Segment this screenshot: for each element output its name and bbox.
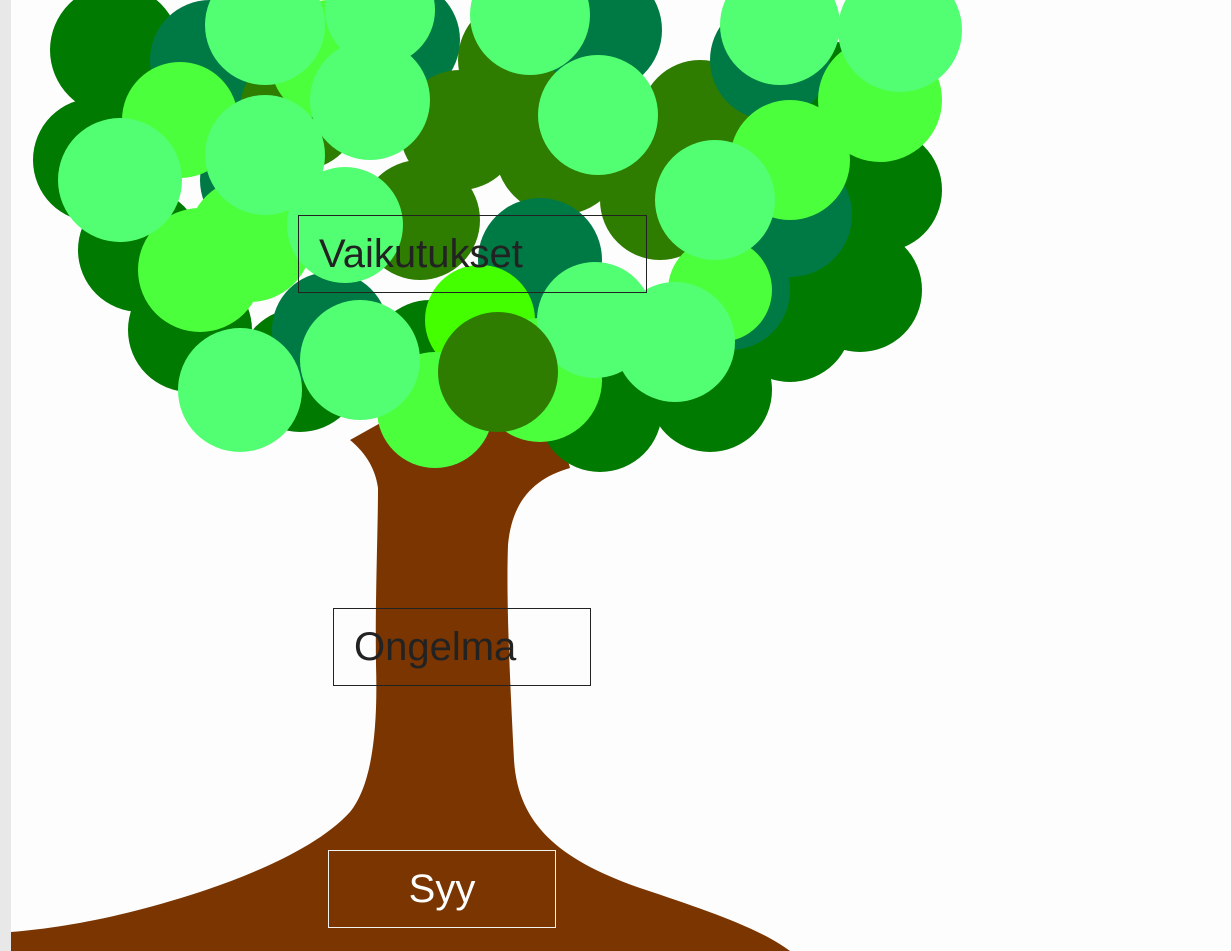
cause-label-box: Syy bbox=[328, 850, 556, 928]
tree-trunk bbox=[11, 412, 790, 951]
foliage-circle bbox=[720, 0, 840, 85]
left-margin-strip bbox=[0, 0, 11, 951]
foliage-circle bbox=[300, 300, 420, 420]
foliage-circle bbox=[310, 40, 430, 160]
problem-label-box: Ongelma bbox=[333, 608, 591, 686]
foliage-circle bbox=[655, 140, 775, 260]
foliage-circle bbox=[205, 95, 325, 215]
foliage-circle bbox=[470, 0, 590, 75]
effects-label-box: Vaikutukset bbox=[298, 215, 647, 293]
foliage-circle bbox=[287, 167, 403, 283]
foliage-circle bbox=[205, 0, 325, 85]
foliage-circle bbox=[538, 55, 658, 175]
foliage-circle bbox=[838, 0, 962, 92]
cause-label: Syy bbox=[408, 866, 476, 911]
foliage-circle bbox=[438, 312, 558, 432]
problem-label: Ongelma bbox=[354, 624, 517, 669]
foliage-circle bbox=[615, 282, 735, 402]
foliage-circle bbox=[178, 328, 302, 452]
foliage-circle bbox=[325, 0, 435, 65]
foliage-circle bbox=[58, 118, 182, 242]
effects-label: Vaikutukset bbox=[319, 231, 523, 276]
tree-canopy bbox=[33, 0, 962, 472]
